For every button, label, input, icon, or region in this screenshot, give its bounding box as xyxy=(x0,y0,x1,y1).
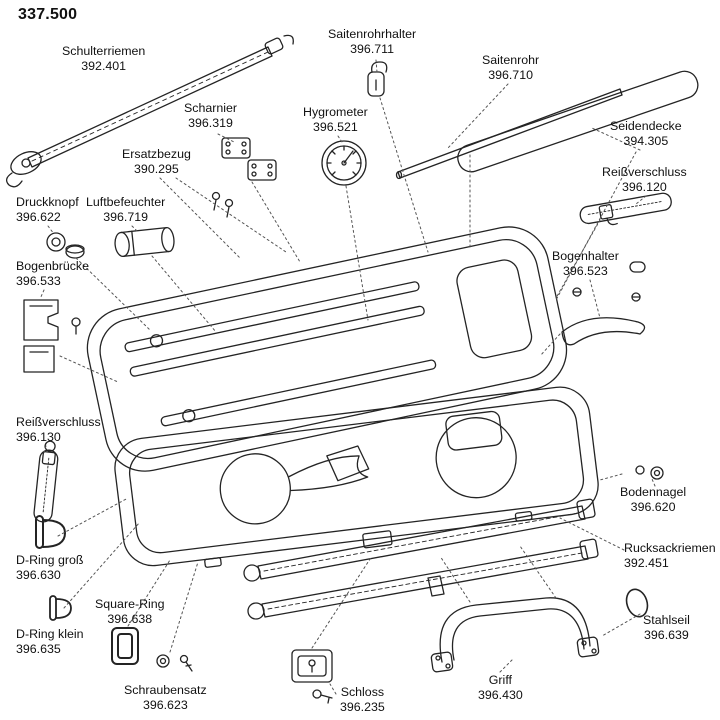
part-number: 394.305 xyxy=(623,133,669,148)
label-griff: Griff 396.430 xyxy=(478,673,523,702)
label-luftbefeuchter: Luftbefeuchter 396.719 xyxy=(86,195,165,224)
label-rucksackriemen: Rucksackriemen 392.451 xyxy=(624,541,716,570)
part-name: Stahlseil xyxy=(643,613,690,627)
label-scharnier: Scharnier 396.319 xyxy=(184,101,237,130)
part-number: 396.120 xyxy=(621,179,667,194)
part-number: 396.719 xyxy=(103,209,149,224)
part-number: 392.451 xyxy=(624,555,669,570)
part-name: Square-Ring xyxy=(95,597,165,611)
part-number: 396.620 xyxy=(630,499,676,514)
label-schulterriemen: Schulterriemen 392.401 xyxy=(62,44,145,73)
part-number: 396.130 xyxy=(16,429,61,444)
label-reissverschluss-120: Reißverschluss 396.120 xyxy=(602,165,687,194)
part-number: 396.430 xyxy=(478,687,523,702)
part-name: Schraubensatz xyxy=(124,683,207,697)
label-saitenrohrhalter: Saitenrohrhalter 396.711 xyxy=(328,27,416,56)
part-number: 392.401 xyxy=(81,58,127,73)
part-number: 396.639 xyxy=(644,627,689,642)
leader-lines xyxy=(39,59,656,695)
bow-bridge-drawing xyxy=(23,299,81,373)
part-number: 396.630 xyxy=(16,567,61,582)
label-seidendecke: Seidendecke 394.305 xyxy=(610,119,682,148)
silk-blanket-drawing xyxy=(457,70,699,173)
part-name: Seidendecke xyxy=(610,119,682,133)
d-ring-small-drawing xyxy=(49,595,72,621)
part-number: 396.521 xyxy=(312,119,358,134)
part-number: 396.533 xyxy=(16,273,61,288)
part-name: Schulterriemen xyxy=(62,44,146,58)
label-bodennagel: Bodennagel 396.620 xyxy=(620,485,686,514)
square-ring-drawing xyxy=(111,627,139,665)
handle-drawing xyxy=(430,597,600,673)
label-schraubensatz: Schraubensatz 396.623 xyxy=(124,683,207,712)
label-d-ring-gross: D-Ring groß 396.630 xyxy=(16,553,83,582)
label-reissverschluss-130: Reißverschluss 396.130 xyxy=(16,415,101,444)
part-name: D-Ring groß xyxy=(16,553,84,567)
part-name: Scharnier xyxy=(184,101,238,115)
screw-set-drawing xyxy=(156,654,193,672)
part-number: 396.622 xyxy=(16,209,61,224)
label-bogenbruecke: Bogenbrücke 396.533 xyxy=(16,259,89,288)
hygrometer-drawing xyxy=(321,140,367,186)
label-ersatzbezug: Ersatzbezug 390.295 xyxy=(122,147,191,176)
bottom-nail-drawing xyxy=(635,465,664,480)
part-name: Bodennagel xyxy=(620,485,687,499)
hinge-screws xyxy=(211,191,234,218)
part-name: Luftbefeuchter xyxy=(86,195,166,209)
part-name: Bogenhalter xyxy=(552,249,619,263)
case-lid-drawing xyxy=(86,226,568,472)
part-name: Bogenbrücke xyxy=(16,259,90,273)
part-number: 396.710 xyxy=(488,67,533,82)
hinge-drawing xyxy=(211,137,277,218)
steel-cable-drawing xyxy=(625,588,649,618)
part-name: Reißverschluss xyxy=(16,415,101,429)
part-name: Ersatzbezug xyxy=(122,147,191,161)
part-number: 390.295 xyxy=(134,161,179,176)
part-name: Reißverschluss xyxy=(602,165,687,179)
case-bottom-drawing xyxy=(114,386,599,568)
part-number: 396.711 xyxy=(350,41,395,56)
label-schloss: Schloss 396.235 xyxy=(340,685,385,714)
part-name: Hygrometer xyxy=(303,105,368,119)
label-square-ring: Square-Ring 396.638 xyxy=(95,597,165,626)
label-hygrometer: Hygrometer 396.521 xyxy=(303,105,368,134)
diagram-title: 337.500 xyxy=(18,6,78,23)
bow-holder-drawing xyxy=(561,261,646,346)
part-name: Saitenrohr xyxy=(482,53,540,67)
label-stahlseil: Stahlseil 396.639 xyxy=(643,613,690,642)
string-tube-holder-drawing xyxy=(367,61,388,97)
part-number: 396.638 xyxy=(107,611,153,626)
part-name: Saitenrohrhalter xyxy=(328,27,417,41)
label-d-ring-klein: D-Ring klein 396.635 xyxy=(16,627,83,656)
d-ring-large-drawing xyxy=(35,515,66,549)
part-name: Schloss xyxy=(340,685,385,699)
part-name: Druckknopf xyxy=(16,195,79,209)
part-number: 396.235 xyxy=(340,699,385,714)
label-druckknopf: Druckknopf 396.622 xyxy=(16,195,79,224)
snap-button-drawing xyxy=(46,232,85,259)
backpack-strap-drawing xyxy=(243,498,599,620)
string-tube-drawing xyxy=(395,88,623,180)
label-saitenrohr: Saitenrohr 396.710 xyxy=(482,53,539,82)
part-number: 396.623 xyxy=(142,697,188,712)
humidifier-drawing xyxy=(114,226,175,258)
zipper-left-drawing xyxy=(33,440,59,523)
part-name: D-Ring klein xyxy=(16,627,84,641)
part-number: 396.523 xyxy=(563,263,608,278)
part-name: Griff xyxy=(488,673,512,687)
part-number: 396.319 xyxy=(188,115,233,130)
part-number: 396.635 xyxy=(16,641,61,656)
lock-drawing xyxy=(291,649,333,704)
zipper-right-drawing xyxy=(579,192,672,226)
shoulder-strap-drawing xyxy=(5,34,294,188)
part-name: Rucksackriemen xyxy=(624,541,716,555)
label-bogenhalter: Bogenhalter 396.523 xyxy=(552,249,619,278)
